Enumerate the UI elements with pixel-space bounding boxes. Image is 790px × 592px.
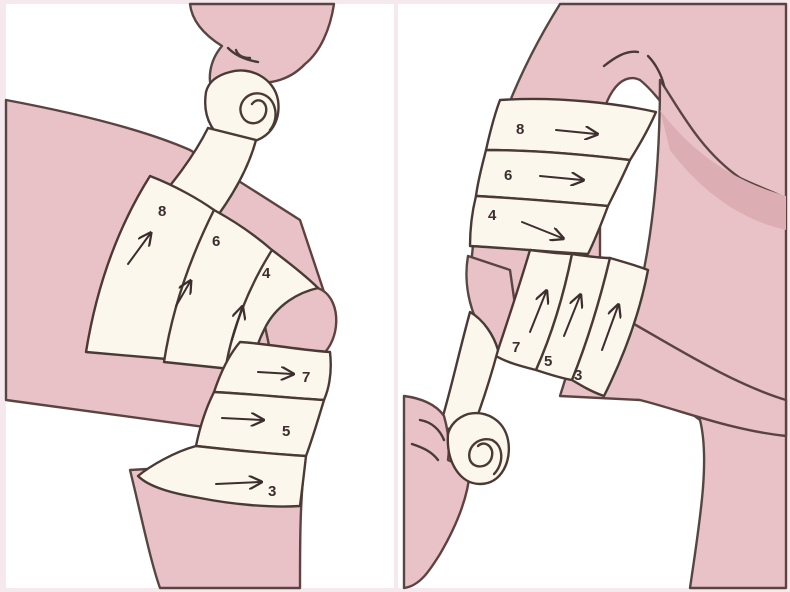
right-label-7: 7 bbox=[512, 339, 520, 356]
left-band-5 bbox=[196, 392, 324, 456]
left-label-4: 4 bbox=[262, 265, 271, 282]
right-band-4 bbox=[470, 196, 608, 254]
right-label-6: 6 bbox=[504, 167, 512, 184]
left-label-7: 7 bbox=[302, 369, 310, 386]
right-label-8: 8 bbox=[516, 121, 524, 138]
right-label-4: 4 bbox=[488, 207, 497, 224]
right-label-5: 5 bbox=[544, 353, 552, 370]
left-panel: 8 6 4 7 5 3 bbox=[6, 4, 394, 588]
left-label-6: 6 bbox=[212, 233, 220, 250]
left-label-5: 5 bbox=[282, 423, 290, 440]
right-label-3: 3 bbox=[574, 367, 582, 384]
left-label-8: 8 bbox=[158, 203, 166, 220]
right-panel: 8 6 4 7 5 3 bbox=[398, 4, 786, 588]
left-label-3: 3 bbox=[268, 483, 276, 500]
